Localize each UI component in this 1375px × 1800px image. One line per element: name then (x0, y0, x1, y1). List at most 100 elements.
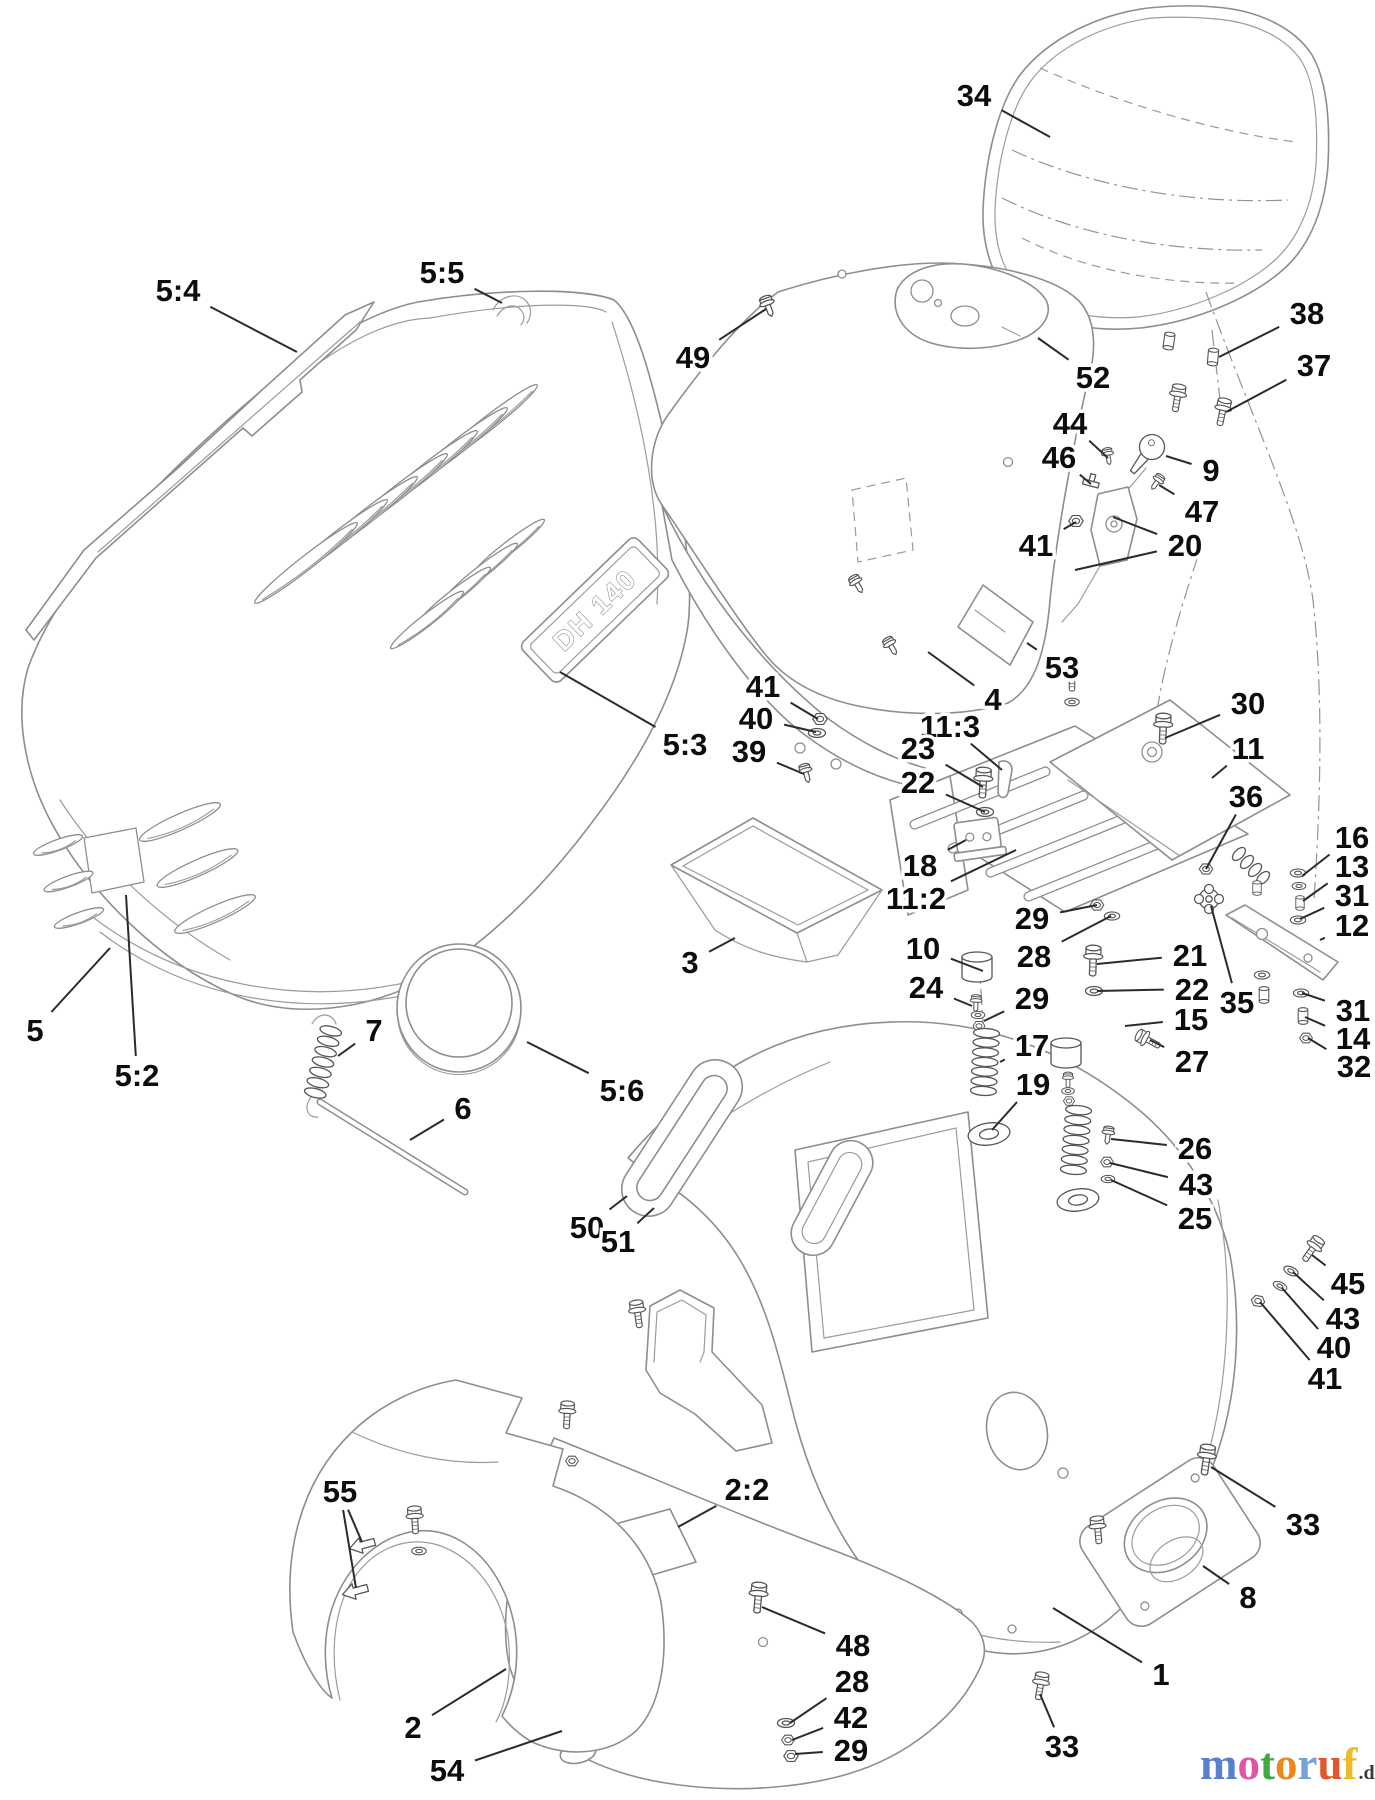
screw-icon (758, 294, 775, 317)
spring-7-hooks (306, 1014, 337, 1118)
part-label-16: 16 (1335, 820, 1369, 855)
bolt-icon (558, 1400, 577, 1430)
leader-line-36 (1205, 814, 1237, 870)
motoruf-logo-letter: f (1342, 1739, 1358, 1789)
part-label-45: 45 (1331, 1266, 1365, 1301)
part-label-40: 40 (1317, 1330, 1351, 1365)
flange-hole (830, 758, 842, 770)
part-label-29: 29 (1015, 901, 1049, 936)
part-label-39: 39 (732, 734, 766, 769)
screw-icon (969, 994, 983, 1013)
seat-outline (982, 5, 1330, 330)
part-label-29: 29 (1015, 981, 1049, 1016)
leader-line-49 (718, 308, 767, 341)
part-label-5-3: 5:3 (663, 727, 708, 762)
heel-guard-outline (645, 1289, 773, 1452)
motoruf-logo: motoruf.de (1200, 1742, 1375, 1787)
bracket-20-pivot (1110, 520, 1118, 528)
part-label-52: 52 (1076, 360, 1110, 395)
star-icon (1193, 883, 1225, 915)
rear-panel-group (650, 262, 1095, 791)
leader-line-7 (337, 1042, 356, 1057)
leader-line-4 (927, 651, 975, 687)
body-1-handle-recess (790, 1139, 874, 1257)
leader-line-26 (1110, 1138, 1167, 1146)
grille-square-opening (83, 827, 145, 894)
seat-seam (1021, 237, 1241, 284)
plate-11-hole (1230, 785, 1244, 799)
part-label-43: 43 (1326, 1301, 1360, 1336)
part-label-21: 21 (1173, 938, 1207, 973)
part-label-33: 33 (1045, 1729, 1079, 1764)
leader-line-28 (1061, 915, 1112, 943)
leader-line-53 (1026, 642, 1038, 651)
part-label-8: 8 (1239, 1580, 1256, 1615)
lever-bracket-20 (1061, 467, 1147, 623)
leader-line-20 (1074, 550, 1158, 571)
hood-vent-slats (253, 383, 546, 650)
bolt-icon (1088, 1515, 1107, 1545)
latch-plate-12 (1225, 904, 1339, 981)
part-label-5: 5 (26, 1013, 43, 1048)
leader-line-42 (791, 1726, 824, 1741)
part-label-6: 6 (454, 1091, 471, 1126)
washer-icon (1292, 988, 1310, 998)
leader-line-33 (1039, 1693, 1056, 1728)
leader-line-47 (1158, 484, 1175, 496)
part-label-40: 40 (739, 701, 773, 736)
screw-icon (848, 573, 864, 594)
part-label-9: 9 (1202, 453, 1219, 488)
bucket-bottom (806, 954, 839, 963)
heel-guard (645, 1289, 773, 1452)
cup-holder-hole (1190, 1473, 1200, 1483)
leader-line-20 (1112, 516, 1158, 536)
spring-hook (311, 1014, 337, 1025)
body-panel-1 (627, 1020, 1238, 1655)
part-label-29: 29 (834, 1733, 868, 1768)
leader-line-6 (409, 1118, 445, 1141)
leader-line-11-2 (950, 849, 1017, 883)
spacer-icon (1295, 895, 1305, 911)
leader-line-38 (1218, 326, 1280, 358)
leader-line-9 (1165, 455, 1192, 465)
leader-line-14 (1304, 1016, 1326, 1027)
part-label-37: 37 (1297, 348, 1331, 383)
leader-line-43 (1109, 1162, 1169, 1179)
recess-inner (801, 1151, 863, 1245)
spacer-icon (1162, 331, 1176, 351)
leader-line-17 (999, 1058, 1006, 1063)
mount-bracket-18 (953, 816, 1008, 862)
part-label-17: 17 (1015, 1028, 1049, 1063)
leader-line-8 (1202, 1565, 1230, 1585)
seat-seam (1011, 149, 1289, 202)
leader-line-5-3 (559, 671, 656, 728)
motoruf-logo-letters: motoruf (1200, 1742, 1358, 1787)
part-label-5-5: 5:5 (420, 255, 465, 290)
part-label-5-2: 5:2 (115, 1058, 160, 1093)
spring-icon (1231, 846, 1271, 886)
handle-loop-50-51 (620, 1059, 744, 1217)
fender-2-arch (333, 1541, 511, 1723)
leader-line-12 (1319, 936, 1326, 941)
leader-line-29 (983, 1010, 1005, 1022)
spacer-icon (1258, 986, 1270, 1004)
leader-line-55 (342, 1509, 357, 1589)
part-label-5-4: 5:4 (156, 273, 202, 308)
part-label-48: 48 (836, 1628, 870, 1663)
leader-line-21 (1096, 956, 1162, 965)
leader-line-5-6 (526, 1041, 590, 1075)
plate-12-outline (1225, 904, 1339, 981)
part-label-24: 24 (909, 970, 944, 1005)
spacer-icon (1297, 1007, 1309, 1025)
part-label-20: 20 (1168, 528, 1202, 563)
leader-line-15 (1124, 1021, 1163, 1027)
bolt-icon (628, 1299, 647, 1329)
part-label-54: 54 (430, 1753, 465, 1788)
part-label-2-2: 2:2 (725, 1472, 770, 1507)
vent-slat (43, 870, 94, 893)
leader-line-48 (761, 1606, 826, 1635)
motoruf-logo-letter: u (1317, 1739, 1343, 1789)
plate-11-outline (1049, 699, 1291, 861)
heel-guard-inner (653, 1299, 707, 1363)
leader-line-1 (1052, 1607, 1143, 1664)
